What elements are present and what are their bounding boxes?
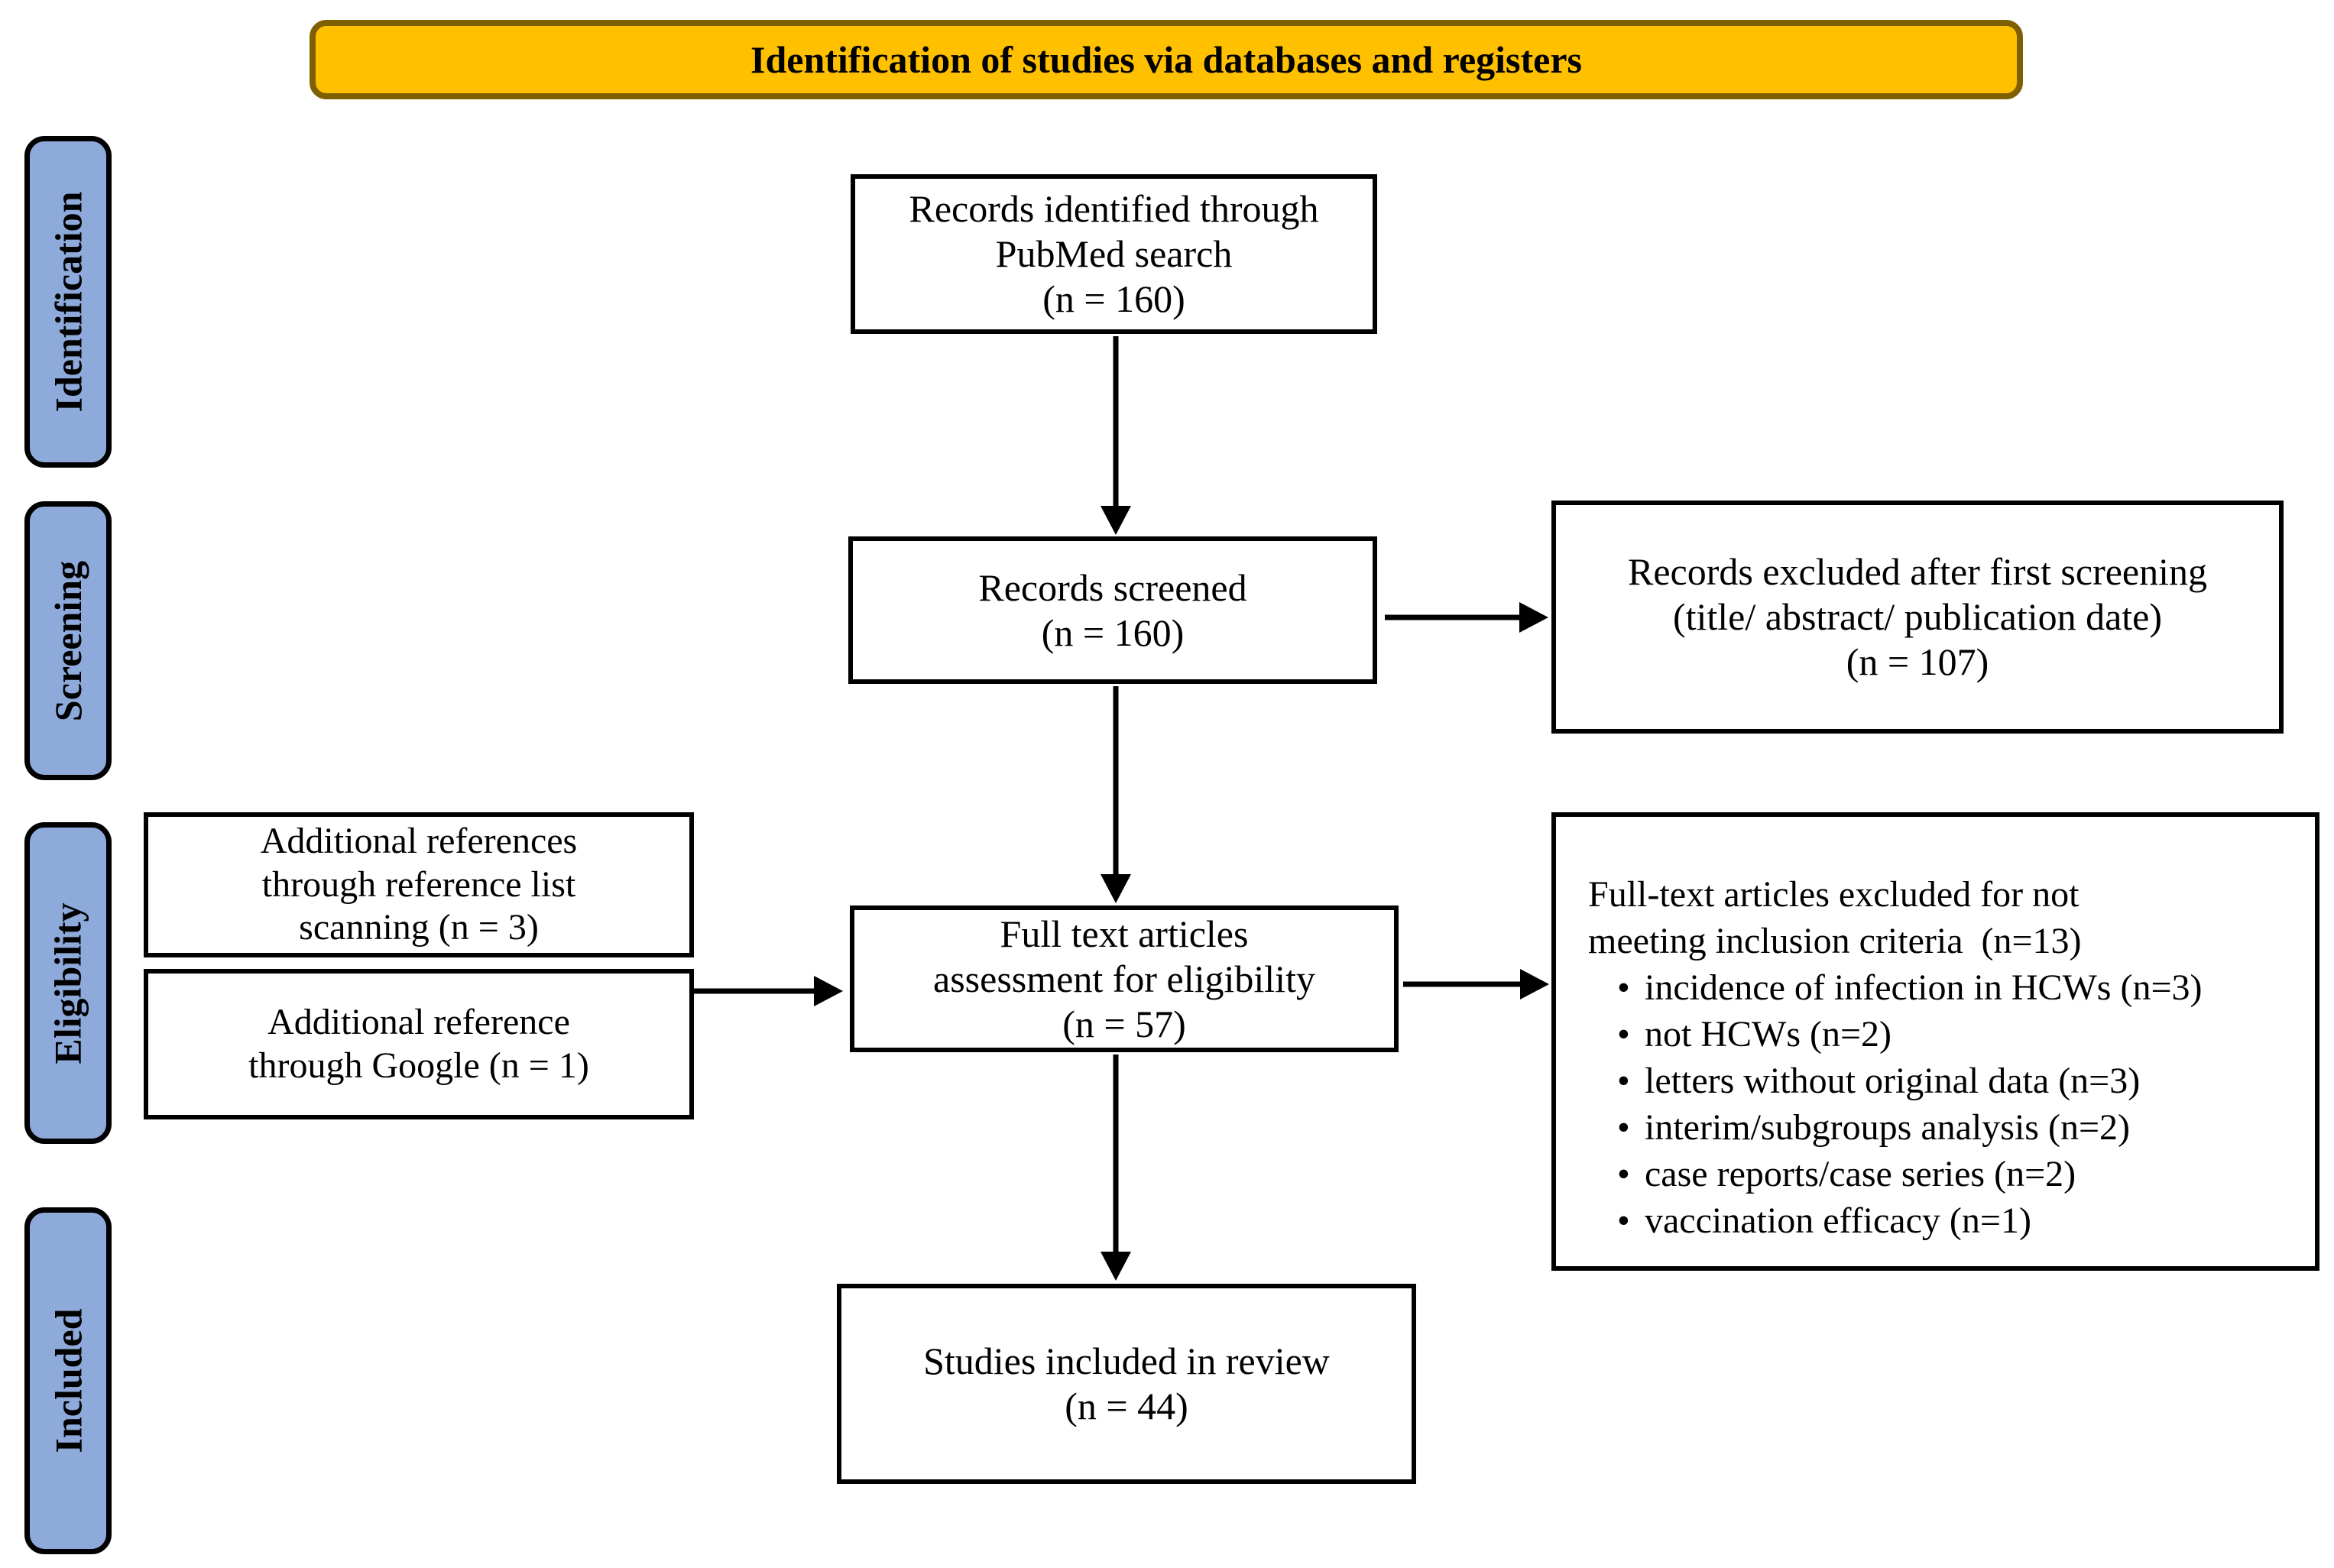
arrow-fulltext-to-included bbox=[1101, 1055, 1131, 1281]
stage-label-included: Included bbox=[24, 1207, 112, 1554]
box-text-line: assessment for eligibility bbox=[933, 957, 1315, 1000]
stage-label-text: Eligibility bbox=[47, 902, 90, 1064]
box-fulltext-assessment: Full text articles assessment for eligib… bbox=[850, 905, 1399, 1052]
stage-label-eligibility: Eligibility bbox=[24, 822, 112, 1144]
box-additional-google: Additional reference through Google (n =… bbox=[144, 969, 694, 1119]
box-text-line: through reference list bbox=[261, 863, 576, 905]
diagram-title-banner: Identification of studies via databases … bbox=[310, 20, 2023, 99]
stage-label-text: Screening bbox=[47, 560, 89, 721]
stage-label-text: Identification bbox=[47, 191, 89, 413]
box-studies-included: Studies included in review (n = 44) bbox=[837, 1284, 1416, 1484]
box-text-line: Records screened bbox=[978, 565, 1247, 609]
arrow-references-to-fulltext bbox=[689, 976, 843, 1006]
box-text-line: (n = 160) bbox=[1042, 277, 1185, 320]
exclusion-reason: case reports/case series (n=2) bbox=[1609, 1152, 2203, 1198]
box-text-line: scanning (n = 3) bbox=[299, 907, 539, 948]
box-text-line: Studies included in review bbox=[923, 1340, 1330, 1382]
box-text-line: Full text articles bbox=[1000, 912, 1249, 955]
box-text-line: (n = 107) bbox=[1846, 640, 1989, 683]
box-heading-line: Full-text articles excluded for not bbox=[1588, 874, 2080, 915]
exclusion-reason: letters without original data (n=3) bbox=[1609, 1058, 2203, 1105]
stage-label-identification: Identification bbox=[24, 136, 112, 468]
arrow-fulltext-to-excluded bbox=[1403, 969, 1549, 999]
box-records-excluded: Records excluded after first screening (… bbox=[1551, 501, 2284, 734]
arrow-screened-to-fulltext bbox=[1101, 686, 1131, 903]
stage-label-screening: Screening bbox=[24, 501, 112, 780]
box-records-screened: Records screened (n = 160) bbox=[848, 536, 1377, 684]
exclusion-reason: interim/subgroups analysis (n=2) bbox=[1609, 1105, 2203, 1152]
box-text-line: (n = 57) bbox=[1062, 1002, 1186, 1045]
arrow-identified-to-screened bbox=[1101, 336, 1131, 535]
box-text-line: (n = 160) bbox=[1041, 611, 1185, 654]
box-records-identified: Records identified through PubMed search… bbox=[851, 174, 1377, 334]
box-text-line: Records excluded after first screening bbox=[1627, 550, 2207, 593]
diagram-title: Identification of studies via databases … bbox=[750, 38, 1582, 81]
stage-label-text: Included bbox=[47, 1308, 89, 1453]
box-text-line: PubMed search bbox=[995, 232, 1233, 275]
box-text-line: (title/ abstract/ publication date) bbox=[1672, 595, 2163, 638]
box-text-line: (n = 44) bbox=[1065, 1385, 1188, 1427]
exclusion-reason: not HCWs (n=2) bbox=[1609, 1012, 2203, 1058]
box-text-line: Records identified through bbox=[909, 187, 1319, 230]
exclusion-reason-list: incidence of infection in HCWs (n=3) not… bbox=[1609, 965, 2203, 1245]
box-heading-line: meeting inclusion criteria (n=13) bbox=[1588, 920, 2082, 961]
arrow-screened-to-excluded bbox=[1385, 602, 1548, 633]
exclusion-reason: vaccination efficacy (n=1) bbox=[1609, 1198, 2203, 1245]
exclusion-reason: incidence of infection in HCWs (n=3) bbox=[1609, 965, 2203, 1012]
box-additional-references: Additional references through reference … bbox=[144, 812, 694, 957]
box-text-line: Additional reference bbox=[267, 1001, 570, 1042]
box-text-line: Additional references bbox=[260, 821, 578, 862]
box-fulltext-excluded: Full-text articles excluded for not meet… bbox=[1551, 812, 2319, 1271]
box-text-line: through Google (n = 1) bbox=[248, 1045, 589, 1086]
